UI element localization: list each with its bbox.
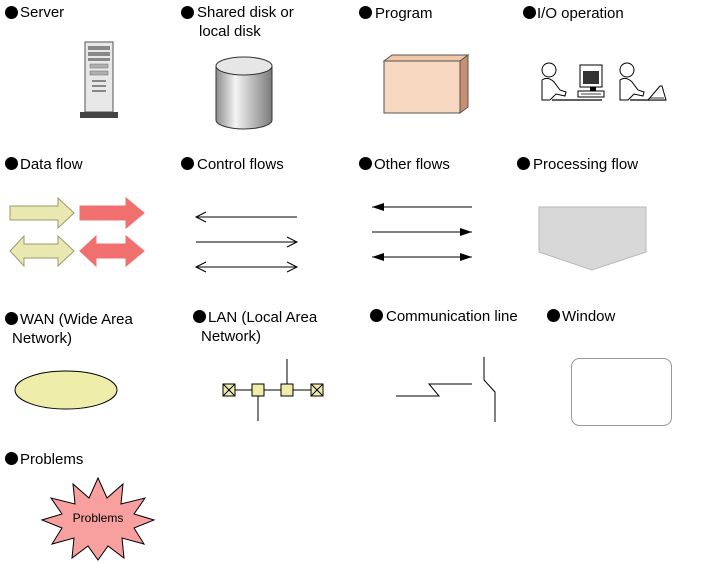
bullet-wan: [5, 312, 18, 325]
io-operation-icon: [541, 62, 667, 101]
bullet-communication-line: [370, 309, 383, 322]
bullet-window: [547, 309, 560, 322]
bullet-program: [359, 6, 372, 19]
label-control-flows: Control flows: [197, 156, 284, 173]
data-flow-arrows-icon: [9, 196, 145, 268]
label-io-operation: I/O operation: [537, 5, 624, 22]
label-window: Window: [562, 308, 616, 325]
label-wan-line1: WAN (Wide Area: [20, 311, 133, 328]
label-shared-disk-line1: Shared disk or: [197, 4, 294, 21]
label-communication-line: Communication line: [386, 308, 518, 325]
server-icon: [80, 41, 118, 118]
communication-line-icon: [396, 357, 496, 422]
label-other-flows: Other flows: [374, 156, 450, 173]
control-flows-icon: [194, 211, 299, 273]
problems-burst-icon: [40, 476, 156, 561]
bullet-shared-disk: [181, 6, 194, 19]
bullet-lan: [193, 310, 206, 323]
bullet-other-flows: [359, 157, 372, 170]
label-program: Program: [375, 5, 433, 22]
label-data-flow: Data flow: [20, 156, 83, 173]
other-flows-icon: [372, 203, 472, 261]
bullet-processing-flow: [517, 157, 530, 170]
window-icon: [571, 358, 672, 426]
label-server: Server: [20, 4, 65, 21]
label-lan-line2: Network): [201, 328, 262, 345]
problems-burst-text: Problems: [72, 511, 124, 525]
wan-ellipse-icon: [14, 370, 118, 410]
label-processing-flow: Processing flow: [533, 156, 639, 173]
label-wan-line2: Network): [12, 330, 73, 347]
disk-icon: [215, 56, 273, 130]
bullet-problems: [5, 452, 18, 465]
bullet-data-flow: [5, 157, 18, 170]
label-shared-disk-line2: local disk: [199, 23, 261, 40]
program-box-icon: [382, 54, 470, 114]
processing-flow-icon: [538, 206, 647, 271]
lan-network-icon: [222, 359, 324, 421]
bullet-control-flows: [181, 157, 194, 170]
bullet-server: [5, 6, 18, 19]
label-lan-line1: LAN (Local Area: [208, 309, 318, 326]
bullet-io-operation: [523, 6, 536, 19]
label-problems: Problems: [20, 451, 84, 468]
